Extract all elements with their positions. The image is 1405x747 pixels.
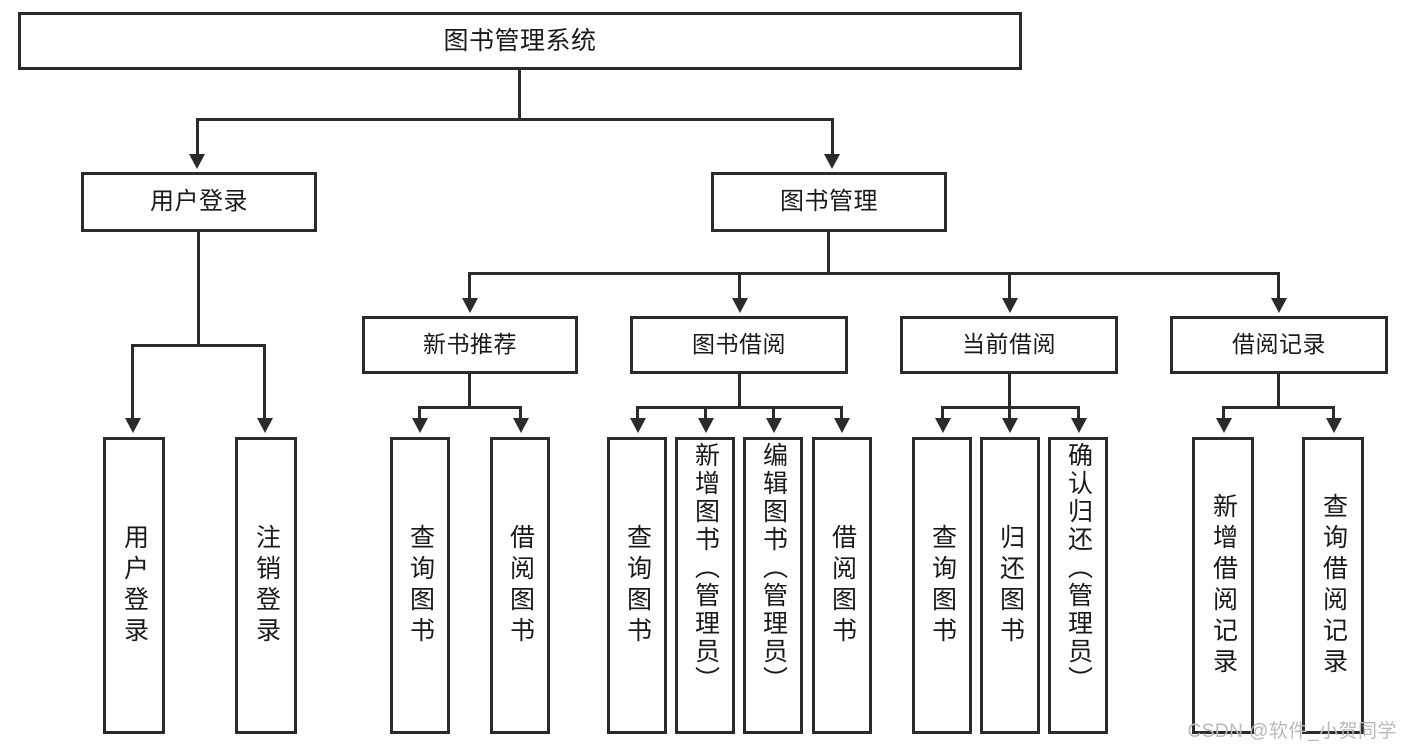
edge-new-book-to-leaf-2 xyxy=(519,406,522,420)
edge-br-to-leaf-1 xyxy=(1222,406,1225,420)
edge-book-management-stem xyxy=(827,232,830,272)
edge-new-book-bus xyxy=(418,406,522,409)
edge-new-book-to-leaf-1 xyxy=(418,406,421,420)
leaf-label: 注销登录 xyxy=(252,523,281,648)
arrowhead-nb-leaf-2 xyxy=(513,418,529,433)
leaf-label: 新增借阅记录 xyxy=(1209,492,1238,679)
edge-bm-to-current-borrow xyxy=(1008,272,1011,300)
arrowhead-nb-leaf-1 xyxy=(412,418,428,433)
arrowhead-bb-leaf-1 xyxy=(630,418,646,433)
edge-bb-to-leaf-2 xyxy=(704,406,707,420)
arrowhead-book-management xyxy=(824,154,840,169)
edge-book-borrow-stem xyxy=(738,374,741,406)
edge-bm-to-new-book xyxy=(468,272,471,300)
leaf-label: 归还图书 xyxy=(996,523,1025,648)
edge-bm-to-borrow-record xyxy=(1277,272,1280,300)
edge-cb-to-leaf-1 xyxy=(941,406,944,420)
edge-bb-to-leaf-4 xyxy=(840,406,843,420)
edge-book-borrow-bus xyxy=(636,406,843,409)
node-book-management[interactable]: 图书管理 xyxy=(711,172,947,232)
edge-br-to-leaf-2 xyxy=(1332,406,1335,420)
node-borrow-record[interactable]: 借阅记录 xyxy=(1170,316,1388,374)
leaf-new-book-query-book[interactable]: 查询图书 xyxy=(390,437,450,734)
edge-current-borrow-stem xyxy=(1008,374,1011,406)
arrowhead-borrow-record xyxy=(1271,298,1287,313)
arrowhead-cb-leaf-2 xyxy=(1002,418,1018,433)
node-book-borrow[interactable]: 图书借阅 xyxy=(630,316,848,374)
leaf-label: 借阅图书 xyxy=(506,523,535,648)
leaf-book-borrow-edit-book-admin[interactable]: 编辑图书（管理员） xyxy=(743,437,803,734)
arrowhead-br-leaf-1 xyxy=(1216,418,1232,433)
edge-user-login-to-leaf-2 xyxy=(263,344,266,420)
node-new-book-recommend[interactable]: 新书推荐 xyxy=(362,316,578,374)
edge-cb-to-leaf-3 xyxy=(1077,406,1080,420)
node-root-book-management-system[interactable]: 图书管理系统 xyxy=(18,12,1022,70)
leaf-borrow-record-add-record[interactable]: 新增借阅记录 xyxy=(1192,437,1254,734)
leaf-book-borrow-query-book[interactable]: 查询图书 xyxy=(607,437,667,734)
leaf-label: 查询图书 xyxy=(928,523,957,648)
node-label: 图书管理 xyxy=(780,187,878,215)
edge-bb-to-leaf-3 xyxy=(772,406,775,420)
leaf-label: 编辑图书（管理员） xyxy=(759,442,788,694)
arrowhead-cb-leaf-1 xyxy=(935,418,951,433)
edge-bb-to-leaf-1 xyxy=(636,406,639,420)
node-label: 图书管理系统 xyxy=(443,27,597,55)
edge-user-login-bus xyxy=(131,344,266,347)
leaf-label: 查询图书 xyxy=(406,523,435,648)
edge-cb-to-leaf-2 xyxy=(1008,406,1011,420)
arrowhead-cb-leaf-3 xyxy=(1071,418,1087,433)
node-label: 用户登录 xyxy=(150,187,248,215)
leaf-label: 新增图书（管理员） xyxy=(691,442,720,694)
leaf-label: 借阅图书 xyxy=(828,523,857,648)
edge-root-to-book-management xyxy=(831,118,834,156)
edge-borrow-record-stem xyxy=(1277,374,1280,406)
leaf-new-book-borrow-book[interactable]: 借阅图书 xyxy=(490,437,550,734)
node-current-borrow[interactable]: 当前借阅 xyxy=(900,316,1118,374)
edge-borrow-record-bus xyxy=(1222,406,1335,409)
leaf-label: 确认归还（管理员） xyxy=(1064,442,1093,694)
leaf-borrow-record-query-record[interactable]: 查询借阅记录 xyxy=(1302,437,1364,734)
edge-root-stem xyxy=(518,70,521,118)
edge-new-book-stem xyxy=(468,374,471,406)
leaf-label: 查询图书 xyxy=(623,523,652,648)
arrowhead-current-borrow xyxy=(1002,298,1018,313)
edge-bm-to-book-borrow xyxy=(738,272,741,300)
leaf-book-borrow-add-book-admin[interactable]: 新增图书（管理员） xyxy=(675,437,735,734)
leaf-current-borrow-confirm-return-admin[interactable]: 确认归还（管理员） xyxy=(1048,437,1108,734)
arrowhead-new-book xyxy=(462,298,478,313)
edge-book-management-bus xyxy=(468,272,1280,275)
node-user-login[interactable]: 用户登录 xyxy=(81,172,317,232)
node-label: 新书推荐 xyxy=(423,331,517,358)
leaf-current-borrow-query-book[interactable]: 查询图书 xyxy=(912,437,972,734)
leaf-label: 用户登录 xyxy=(120,523,149,648)
arrowhead-br-leaf-2 xyxy=(1326,418,1342,433)
edge-root-bus xyxy=(196,118,834,121)
leaf-current-borrow-return-book[interactable]: 归还图书 xyxy=(980,437,1040,734)
arrowhead-leaf-user-login xyxy=(125,418,141,433)
leaf-user-login-login[interactable]: 用户登录 xyxy=(103,437,165,734)
watermark-text: CSDN @软件_小贺同学 xyxy=(1187,721,1397,742)
edge-user-login-stem xyxy=(197,232,200,344)
edge-user-login-to-leaf-1 xyxy=(131,344,134,420)
node-label: 当前借阅 xyxy=(962,331,1056,358)
leaf-user-login-logout[interactable]: 注销登录 xyxy=(235,437,297,734)
arrowhead-book-borrow xyxy=(732,298,748,313)
node-label: 图书借阅 xyxy=(692,331,786,358)
edge-root-to-user-login xyxy=(196,118,199,156)
arrowhead-bb-leaf-4 xyxy=(834,418,850,433)
arrowhead-bb-leaf-2 xyxy=(698,418,714,433)
leaf-book-borrow-borrow-book[interactable]: 借阅图书 xyxy=(812,437,872,734)
leaf-label: 查询借阅记录 xyxy=(1319,492,1348,679)
node-label: 借阅记录 xyxy=(1232,331,1326,358)
arrowhead-user-login xyxy=(189,154,205,169)
arrowhead-bb-leaf-3 xyxy=(766,418,782,433)
arrowhead-leaf-logout xyxy=(257,418,273,433)
